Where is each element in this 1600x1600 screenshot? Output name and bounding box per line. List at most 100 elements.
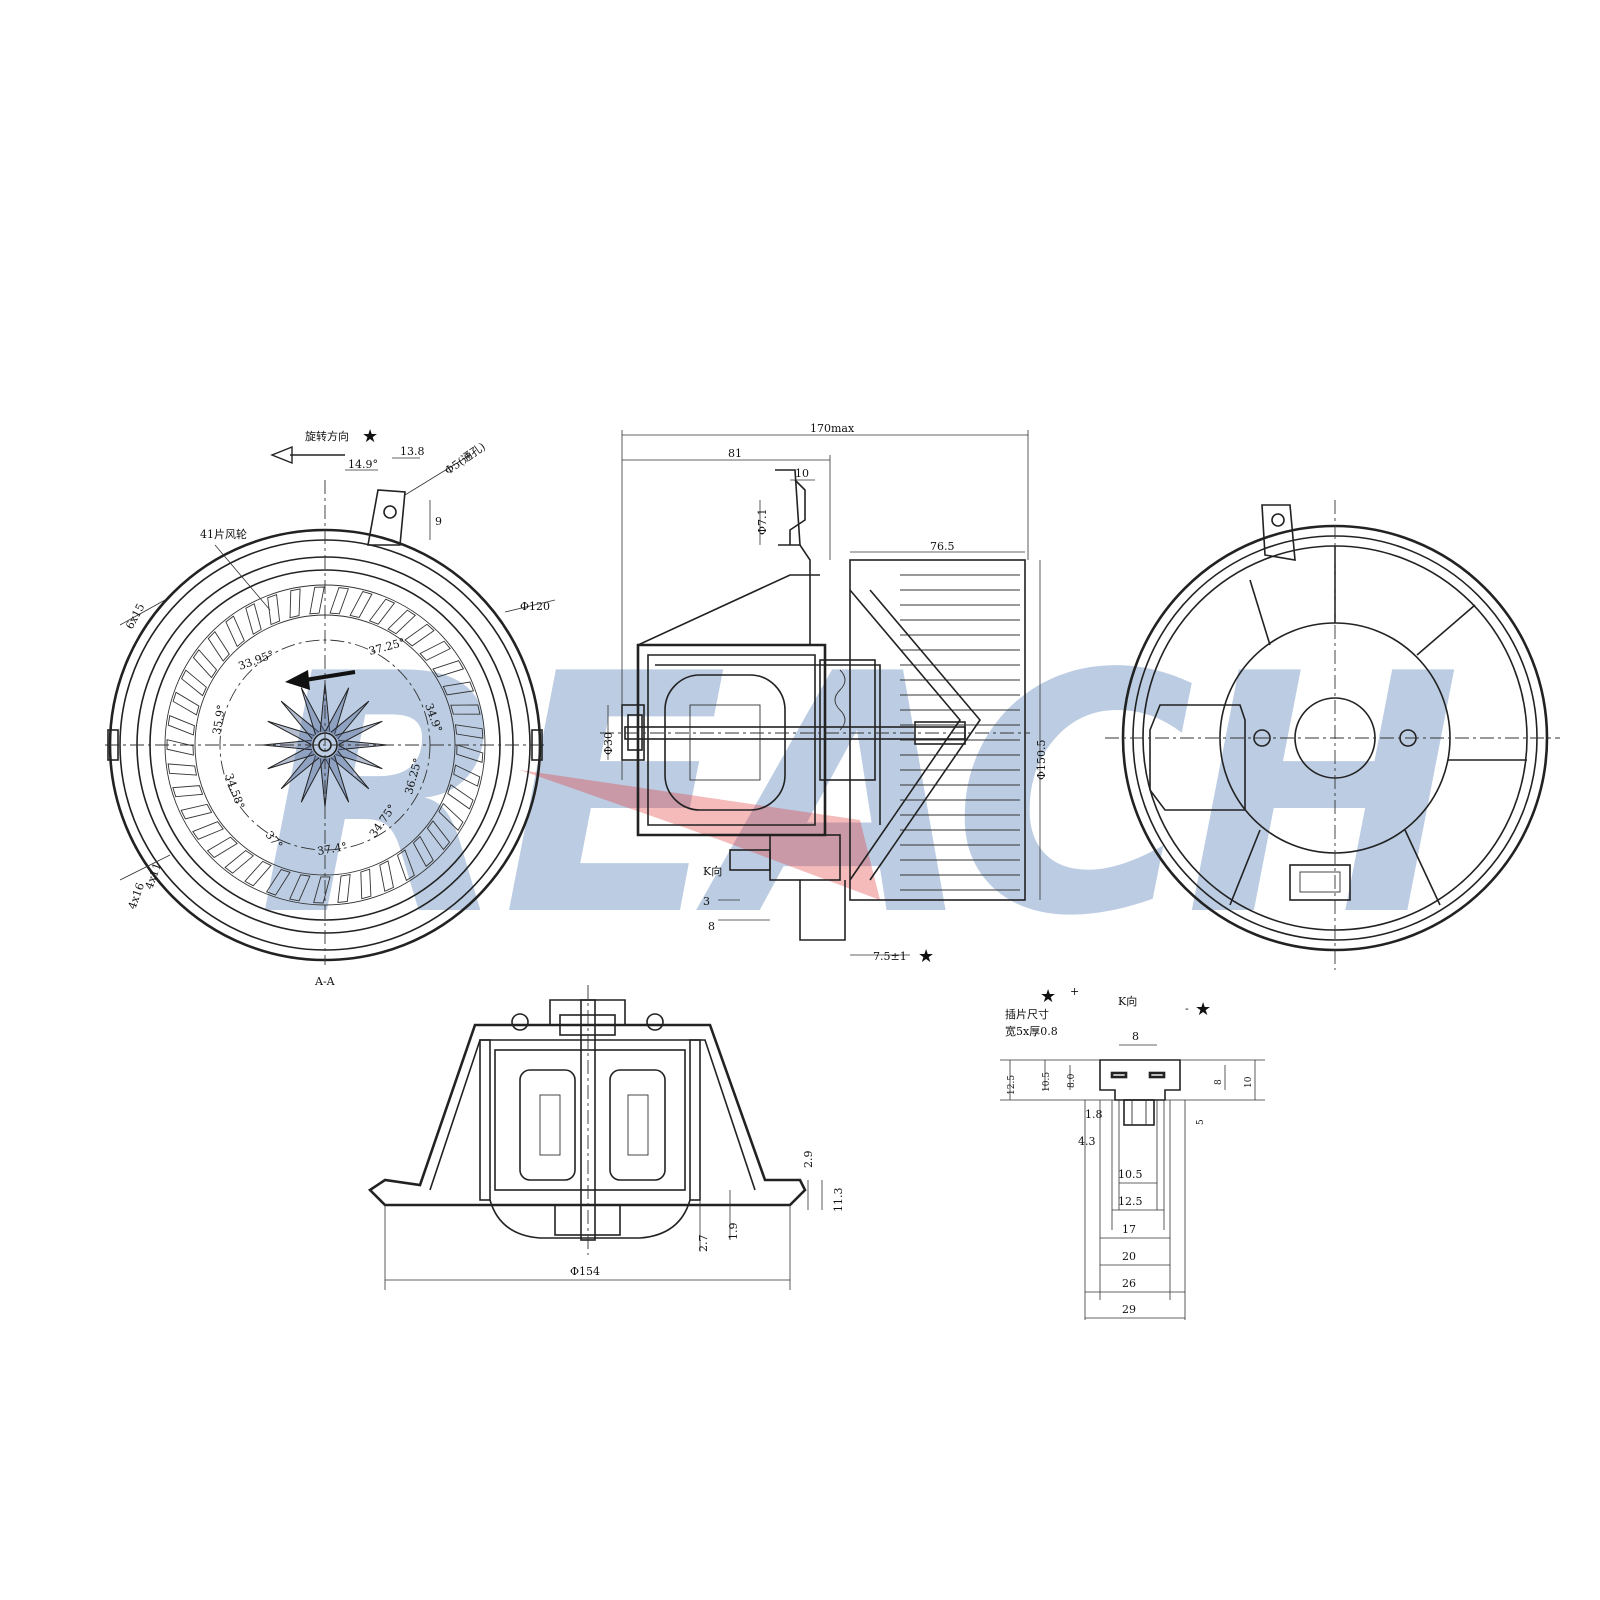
impeller-blade bbox=[245, 603, 262, 635]
connector-plus: + bbox=[1070, 985, 1079, 998]
dim-6x15: 6x15 bbox=[123, 601, 147, 631]
conn-dim-8-right: 8 bbox=[1214, 1079, 1224, 1085]
impeller-blade bbox=[349, 591, 373, 619]
impeller-blade bbox=[447, 784, 474, 810]
front-view: 旋转方向 ★ 14.9° 13.8 Φ5(通孔) 9 41片风轮 6x15 Φ1… bbox=[105, 426, 556, 988]
angle-8: 37.4° bbox=[316, 840, 348, 858]
dim-phi30: Φ30 bbox=[602, 732, 615, 755]
dim-7-5: 7.5±1 bbox=[873, 950, 907, 963]
impeller-blade bbox=[368, 598, 396, 625]
conn-dim-8-top: 8 bbox=[1132, 1030, 1139, 1043]
dim-2-9: 2.9 bbox=[802, 1151, 815, 1169]
dim-11-3: 11.3 bbox=[832, 1188, 845, 1213]
dim-1-9: 1.9 bbox=[727, 1223, 740, 1241]
conn-dim-8-0: 8.0 bbox=[1067, 1073, 1077, 1088]
dim-3: 3 bbox=[703, 895, 710, 908]
connector-star-right: ★ bbox=[1195, 999, 1211, 1020]
conn-dim-4-3: 4.3 bbox=[1078, 1135, 1096, 1148]
impeller-blade bbox=[432, 660, 465, 678]
dim-phi150-5: Φ150.5 bbox=[1035, 739, 1048, 780]
bottom-view: Φ154 2.9 11.3 2.7 1.9 bbox=[367, 985, 845, 1290]
impeller-blade bbox=[267, 593, 281, 626]
hub-star-point bbox=[330, 700, 370, 740]
impeller-blade bbox=[206, 836, 238, 859]
k-direction-label: K向 bbox=[703, 864, 722, 878]
dim-4x16: 4x16 bbox=[126, 881, 148, 911]
blade-label-2: 宽5x厚0.8 bbox=[1005, 1024, 1058, 1038]
conn-dim-10-5: 10.5 bbox=[1042, 1072, 1052, 1092]
impeller-blade bbox=[360, 868, 372, 900]
blower-fins bbox=[900, 574, 1020, 891]
conn-dim-12-5-b: 12.5 bbox=[1118, 1195, 1143, 1208]
connector-star-left: ★ bbox=[1040, 986, 1056, 1007]
conn-dim-26: 26 bbox=[1122, 1277, 1136, 1290]
conn-dim-5: 5 bbox=[1196, 1119, 1206, 1125]
angle-6: 34.58° bbox=[222, 772, 247, 811]
impeller-blade bbox=[426, 820, 451, 851]
impeller-blade bbox=[289, 874, 311, 902]
connector-minus: - bbox=[1185, 1002, 1189, 1015]
impeller-blade bbox=[172, 785, 204, 798]
conn-dim-29: 29 bbox=[1122, 1303, 1136, 1316]
impeller-blade bbox=[166, 739, 194, 756]
hub-star-point bbox=[280, 700, 320, 740]
conn-dim-10-5-b: 10.5 bbox=[1118, 1168, 1143, 1181]
hole-label: Φ5(通孔) bbox=[442, 440, 488, 477]
impeller-blade bbox=[450, 704, 481, 715]
rear-view bbox=[1105, 500, 1560, 970]
conn-dim-10: 10 bbox=[1244, 1076, 1254, 1088]
impeller-blade bbox=[404, 623, 435, 647]
blades-label: 41片风轮 bbox=[200, 527, 247, 541]
conn-dim-12-5: 12.5 bbox=[1007, 1075, 1017, 1095]
impeller-blade bbox=[309, 586, 325, 615]
impeller-blade bbox=[224, 849, 254, 874]
hub-star-point bbox=[325, 687, 350, 735]
hub-star-point bbox=[330, 750, 370, 790]
impeller-blade bbox=[172, 691, 200, 716]
impeller-blade bbox=[329, 587, 349, 615]
dim-14-9: 14.9° bbox=[348, 458, 378, 471]
dim-phi154: Φ154 bbox=[570, 1265, 600, 1278]
hub-star-point bbox=[280, 750, 320, 790]
hub-star-point bbox=[267, 720, 315, 745]
angle-4: 35.9° bbox=[210, 704, 228, 736]
impeller-blade bbox=[387, 609, 416, 635]
dim-10: 10 bbox=[795, 467, 809, 480]
impeller-blade bbox=[337, 874, 351, 903]
impeller-blade bbox=[167, 763, 198, 776]
impeller-blade bbox=[313, 876, 331, 904]
dim-phi120: Φ120 bbox=[520, 600, 550, 613]
impeller-blade bbox=[192, 649, 218, 679]
rotation-label: 旋转方向 bbox=[305, 429, 349, 443]
impeller-blade bbox=[442, 681, 475, 696]
conn-dim-20: 20 bbox=[1122, 1250, 1136, 1263]
impeller-blade bbox=[396, 849, 415, 882]
impeller-blade bbox=[456, 744, 484, 763]
impeller-blade bbox=[453, 764, 481, 787]
hub-star-point bbox=[300, 755, 325, 803]
impeller-blade bbox=[419, 640, 451, 661]
impeller-blade bbox=[180, 803, 213, 820]
section-label: A-A bbox=[314, 975, 336, 988]
impeller-blades bbox=[166, 586, 484, 904]
hub-star-point bbox=[325, 755, 350, 803]
connector-view: ★ + K向 - ★ 插片尺寸 宽5x厚0.8 bbox=[1000, 985, 1265, 1320]
side-view: 170max 81 10 Φ7.1 76.5 Φ30 Φ150.5 K向 3 8… bbox=[600, 422, 1048, 967]
impeller-blade bbox=[265, 868, 291, 896]
conn-dim-1-8: 1.8 bbox=[1085, 1108, 1103, 1121]
impeller-blade bbox=[225, 615, 245, 648]
dim-13-8: 13.8 bbox=[400, 445, 425, 458]
conn-dim-17: 17 bbox=[1122, 1223, 1136, 1236]
impeller-blade bbox=[289, 588, 301, 619]
impeller-blade bbox=[412, 835, 434, 868]
side-star: ★ bbox=[918, 946, 934, 967]
impeller-blade bbox=[438, 802, 464, 831]
dim-9: 9 bbox=[435, 515, 442, 528]
dim-phi7-1: Φ7.1 bbox=[756, 508, 769, 535]
connector-title: K向 bbox=[1118, 994, 1137, 1008]
hub-star-point bbox=[267, 745, 315, 770]
impeller-blade bbox=[167, 715, 195, 736]
dim-81: 81 bbox=[728, 447, 742, 460]
impeller-blade bbox=[192, 821, 224, 840]
